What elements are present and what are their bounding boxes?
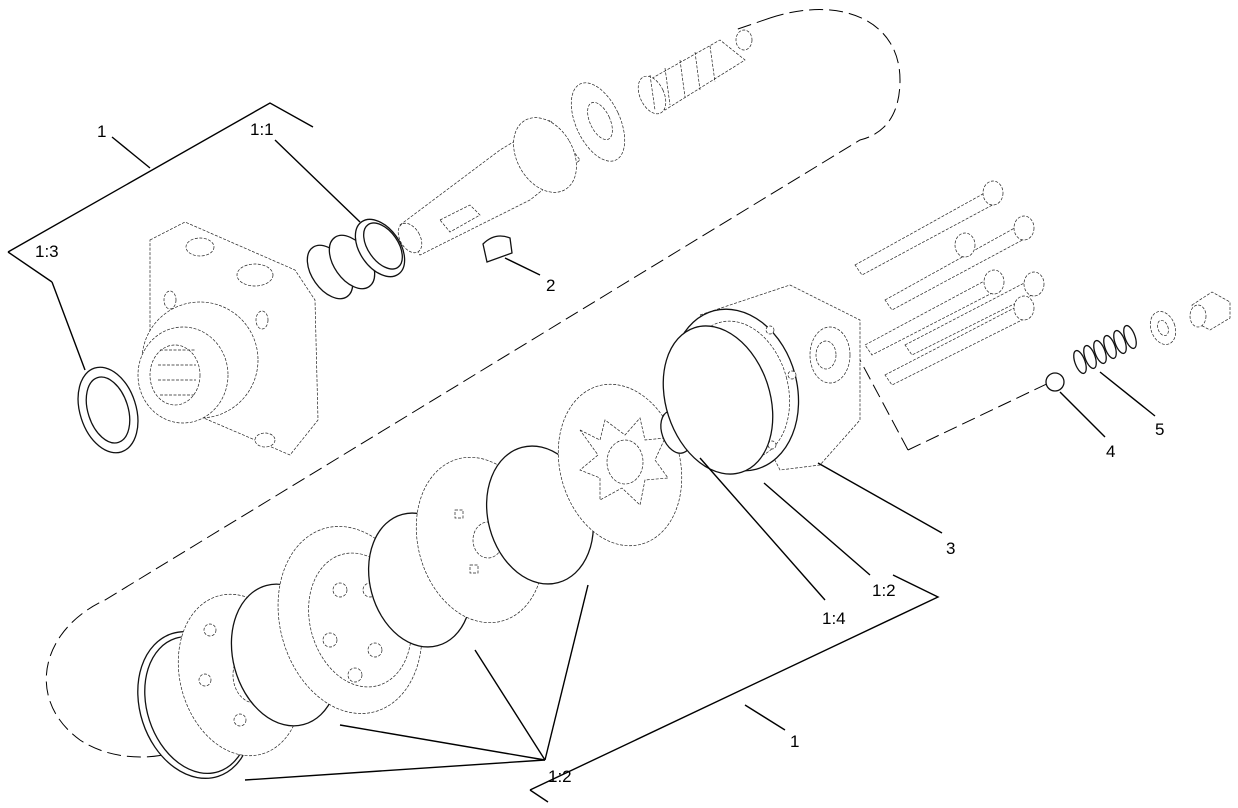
callout-1-3: 1:3 <box>35 242 59 261</box>
callout-4: 4 <box>1106 442 1115 461</box>
check-ball <box>1045 372 1065 392</box>
assembly-phantom-outline <box>45 9 1056 758</box>
callout-3: 3 <box>946 539 955 558</box>
drive-shaft <box>397 117 581 256</box>
callout-1-1: 1:1 <box>250 120 274 139</box>
callout-1-top: 1 <box>97 122 106 141</box>
seal-1-3 <box>77 366 139 454</box>
spring <box>1073 324 1137 375</box>
thrust-bearing <box>570 82 626 162</box>
cap-screws <box>854 180 1045 386</box>
drive-link-spline <box>637 29 753 115</box>
callout-1-2-bottom: 1:2 <box>548 767 572 786</box>
leader-lines <box>7 102 1156 803</box>
callout-1-4: 1:4 <box>822 609 846 628</box>
callout-1-bottom: 1 <box>790 732 799 751</box>
washer <box>1149 311 1177 345</box>
woodruff-key <box>482 235 513 263</box>
motor-housing <box>137 221 319 456</box>
callout-labels: 1 1:1 1:3 2 3 4 5 1:2 1:4 1 1:2 <box>35 120 1164 786</box>
o-rings-1-1 <box>306 218 406 300</box>
callout-1-2-right: 1:2 <box>872 581 896 600</box>
callout-5: 5 <box>1155 420 1164 439</box>
plug <box>1189 291 1231 331</box>
rotor-set-stack <box>137 325 774 779</box>
callout-2: 2 <box>546 276 555 295</box>
